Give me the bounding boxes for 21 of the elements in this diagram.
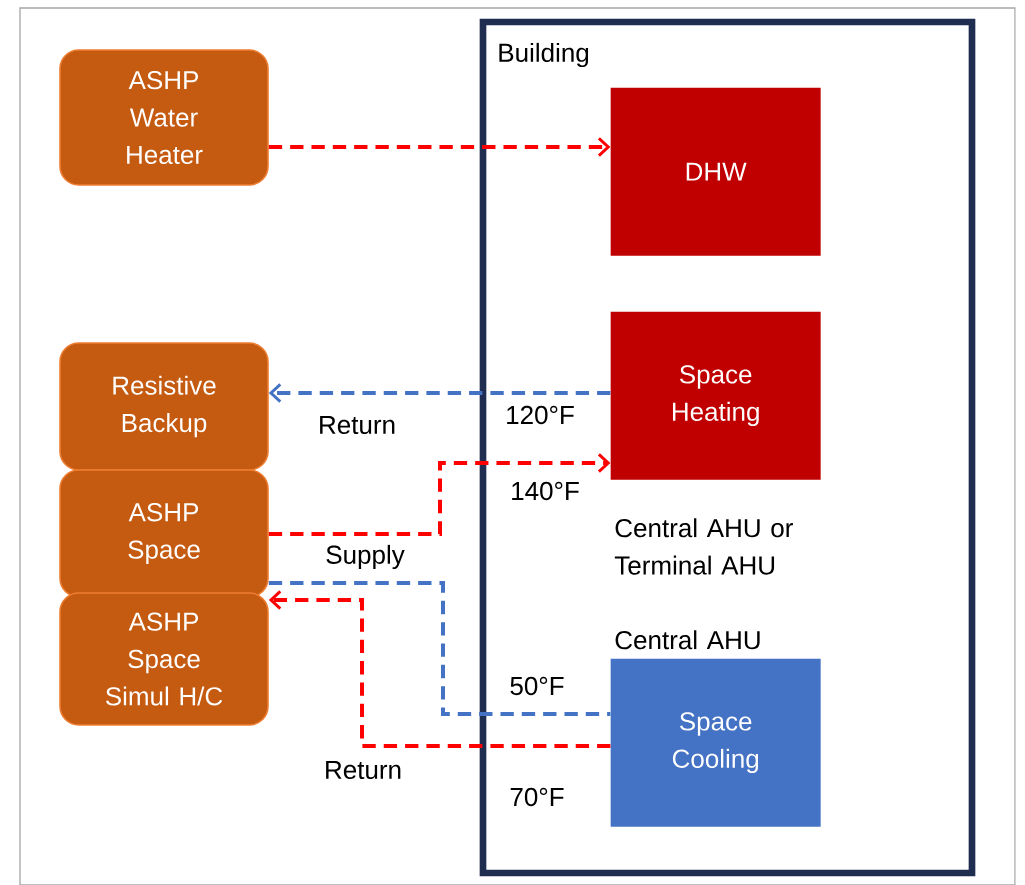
edge-label: Return: [322, 759, 404, 781]
caption-text: Central AHU or Terminal AHU: [614, 518, 793, 575]
pipe-arrow: [268, 383, 611, 403]
load-box: Space Cooling: [610, 658, 821, 827]
temperature-label: 140°F: [512, 481, 579, 501]
temperature-label: 120°F: [507, 405, 574, 425]
frame-heading: Building: [499, 42, 589, 68]
load-box: DHW: [610, 87, 821, 256]
edge-label: Return: [316, 414, 398, 436]
pipe-arrow: [268, 590, 611, 748]
unit-box: ASHP Space: [59, 469, 269, 598]
caption-text: Central AHU: [615, 630, 760, 650]
unit-box: ASHP Space Simul H/C: [59, 592, 269, 726]
load-box: Space Heating: [610, 311, 821, 480]
unit-box: Resistive Backup: [59, 342, 269, 471]
temperature-label: 50°F: [510, 676, 564, 696]
temperature-label: 70°F: [510, 787, 564, 807]
pipe-arrow: [268, 137, 611, 157]
pipe-arrow: [268, 453, 611, 536]
unit-box: ASHP Water Heater: [59, 49, 269, 186]
edge-label: Supply: [323, 543, 407, 571]
